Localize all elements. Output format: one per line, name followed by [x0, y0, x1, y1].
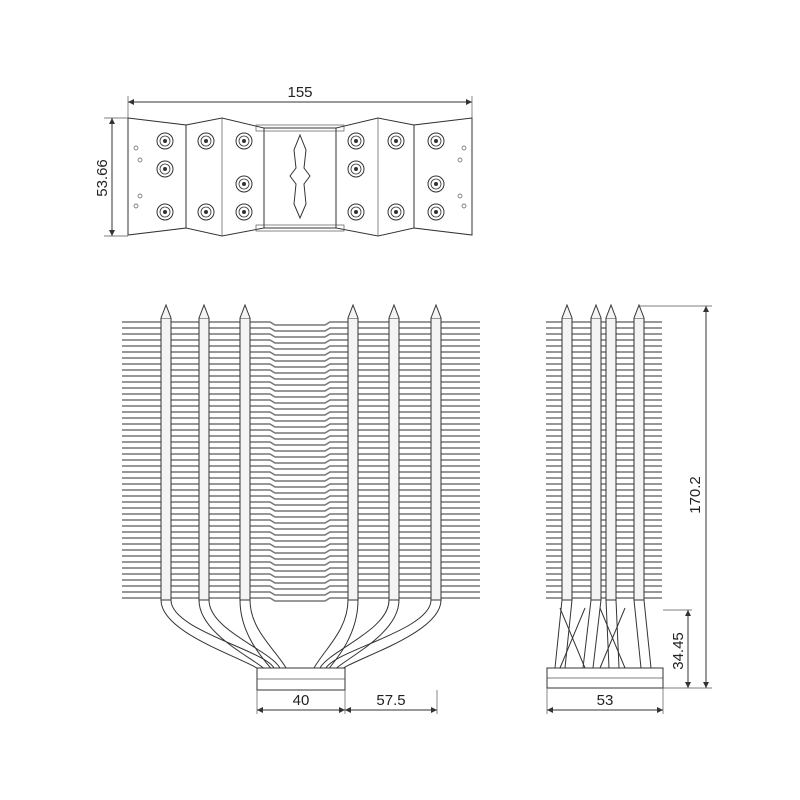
fin-front	[122, 579, 480, 584]
heatpipe-front	[313, 303, 359, 673]
fin-front	[122, 411, 480, 416]
dimension-depth-top: 53.66	[94, 117, 128, 237]
heatpipe-end	[235, 203, 253, 221]
fin-front	[122, 405, 480, 410]
heatpipe-end	[427, 203, 445, 221]
fin-front	[122, 369, 480, 374]
heatpipe-front	[319, 303, 400, 673]
heatpipe-cross	[559, 607, 586, 669]
fin-front	[122, 525, 480, 530]
fin-front	[122, 549, 480, 554]
fin-front	[122, 339, 480, 344]
side-view	[546, 303, 664, 689]
fin-front	[122, 537, 480, 542]
fin-front	[122, 531, 480, 536]
label-53-66: 53.66	[94, 159, 111, 197]
fin-front	[122, 495, 480, 500]
heatpipe-end	[427, 132, 445, 150]
fin-front	[122, 351, 480, 356]
fin-front	[122, 597, 480, 602]
fin-front	[122, 321, 480, 326]
fin-front	[122, 417, 480, 422]
fin-front	[122, 585, 480, 590]
heatpipe-side	[605, 303, 620, 669]
heatpipe-side	[633, 303, 652, 669]
heatpipes-side	[554, 303, 652, 669]
heatpipe-front	[160, 303, 275, 673]
fin-front	[122, 465, 480, 470]
heatpipes-front	[160, 303, 442, 673]
heatpipe-end	[197, 132, 215, 150]
label-53: 53	[597, 692, 614, 709]
heatpipe-end	[235, 132, 253, 150]
heatpipe-end	[427, 175, 445, 193]
fin-front	[122, 345, 480, 350]
fin-front	[122, 459, 480, 464]
label-57-5: 57.5	[376, 692, 405, 709]
dimension-width-side: 53	[546, 688, 664, 714]
heatpipe-front	[239, 303, 287, 673]
fin-front	[122, 471, 480, 476]
fin-front	[122, 483, 480, 488]
label-170-2: 170.2	[687, 476, 704, 514]
heatpipe-front	[198, 303, 281, 673]
label-155: 155	[287, 84, 312, 101]
fin-front	[122, 333, 480, 338]
fin-front	[122, 543, 480, 548]
heatpipe-end	[197, 203, 215, 221]
fin-front	[122, 435, 480, 440]
heatpipe-end	[156, 160, 174, 178]
fin-front	[122, 453, 480, 458]
fin-front	[122, 363, 480, 368]
fin-front	[122, 591, 480, 596]
heatpipe-end	[387, 203, 405, 221]
dimension-clearance-side: 34.45	[663, 609, 692, 688]
heatpipe-end	[347, 132, 365, 150]
fin-front	[122, 381, 480, 386]
fin-front	[122, 501, 480, 506]
fin-front	[122, 441, 480, 446]
heatpipe-end	[156, 132, 174, 150]
fin-stack-front	[122, 321, 480, 602]
fin-front	[122, 429, 480, 434]
heatpipe-end	[347, 203, 365, 221]
heatpipe-end	[387, 132, 405, 150]
dimension-height-side: 170.2	[640, 305, 712, 689]
fin-front	[122, 387, 480, 392]
heatpipe-front	[325, 303, 442, 673]
fin-front	[122, 423, 480, 428]
fin-front	[122, 519, 480, 524]
front-view	[122, 303, 480, 691]
fin-front	[122, 489, 480, 494]
fin-front	[122, 447, 480, 452]
fin-front	[122, 477, 480, 482]
dimension-base-front: 40 57.5	[256, 690, 438, 714]
fin-front	[122, 357, 480, 362]
label-40: 40	[293, 692, 310, 709]
fin-front	[122, 513, 480, 518]
heatpipe-end	[235, 175, 253, 193]
fin-front	[122, 567, 480, 572]
heatpipe-cross	[599, 607, 626, 669]
heatpipe-end	[347, 160, 365, 178]
fin-front	[122, 375, 480, 380]
heatpipe-side	[582, 303, 602, 669]
fin-front	[122, 393, 480, 398]
fin-front	[122, 561, 480, 566]
dimension-width-top: 155	[127, 84, 473, 118]
label-34-45: 34.45	[670, 632, 687, 670]
heatpipe-side	[554, 303, 573, 669]
fin-front	[122, 399, 480, 404]
fin-front	[122, 555, 480, 560]
top-view	[127, 117, 473, 237]
fin-front	[122, 327, 480, 332]
fin-front	[122, 573, 480, 578]
heatpipe-end	[156, 203, 174, 221]
fin-front	[122, 507, 480, 512]
